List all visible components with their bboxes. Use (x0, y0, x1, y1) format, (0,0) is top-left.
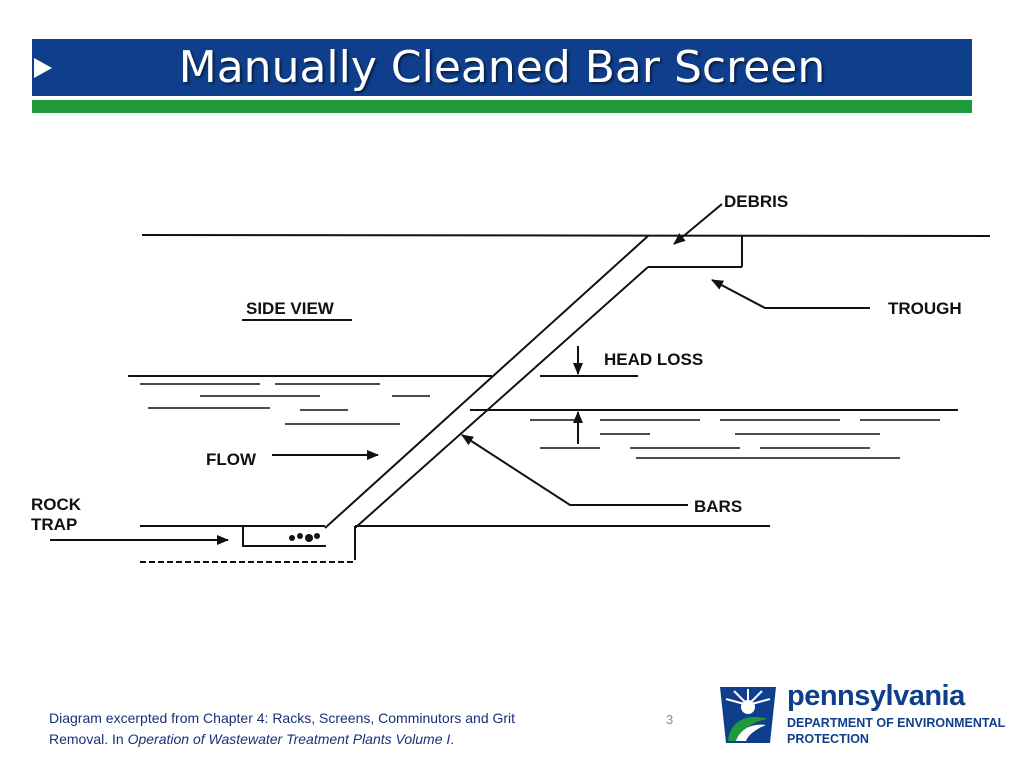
logo-dept-line-1: DEPARTMENT OF ENVIRONMENTAL (787, 716, 1006, 730)
logo-wordmark: pennsylvania (787, 680, 965, 712)
source-caption: Diagram excerpted from Chapter 4: Racks,… (49, 708, 629, 750)
debris-pointer (673, 203, 723, 245)
label-bars: BARS (694, 497, 742, 516)
title-arrow-icon (34, 58, 52, 78)
logo-dept-line-2: PROTECTION (787, 732, 869, 746)
label-flow: FLOW (206, 450, 257, 469)
caption-book-title: Operation of Wastewater Treatment Plants… (127, 731, 451, 747)
label-trap: TRAP (31, 515, 77, 534)
logo-department: DEPARTMENT OF ENVIRONMENTAL PROTECTION (787, 715, 1005, 747)
caption-line-2: Removal. In Operation of Wastewater Trea… (49, 729, 629, 750)
label-side-view: SIDE VIEW (246, 299, 335, 318)
label-rock: ROCK (31, 495, 82, 514)
title-band (32, 39, 972, 96)
bar-screen-diagram: DEBRIS TROUGH SIDE VIEW HEAD LOSS FLOW B… (31, 192, 991, 563)
label-trough: TROUGH (888, 299, 962, 318)
trough-pointer (711, 279, 870, 309)
rocks (289, 533, 320, 542)
caption-suffix: . (450, 731, 455, 747)
bar-rack-edge-lower (354, 266, 649, 529)
bar-rack-edge-upper (324, 235, 649, 529)
title-rule (32, 100, 972, 113)
slide-title: Manually Cleaned Bar Screen (178, 42, 826, 93)
caption-prefix: Removal. In (49, 731, 128, 747)
bars-pointer (461, 434, 688, 506)
keystone-icon (720, 687, 776, 743)
caption-line-1: Diagram excerpted from Chapter 4: Racks,… (49, 710, 516, 726)
water-hatching (140, 383, 940, 459)
label-debris: DEBRIS (724, 192, 788, 211)
page-number: 3 (666, 712, 674, 727)
label-head-loss: HEAD LOSS (604, 350, 703, 369)
rock-trap (242, 526, 356, 560)
top-water-line (141, 234, 991, 237)
